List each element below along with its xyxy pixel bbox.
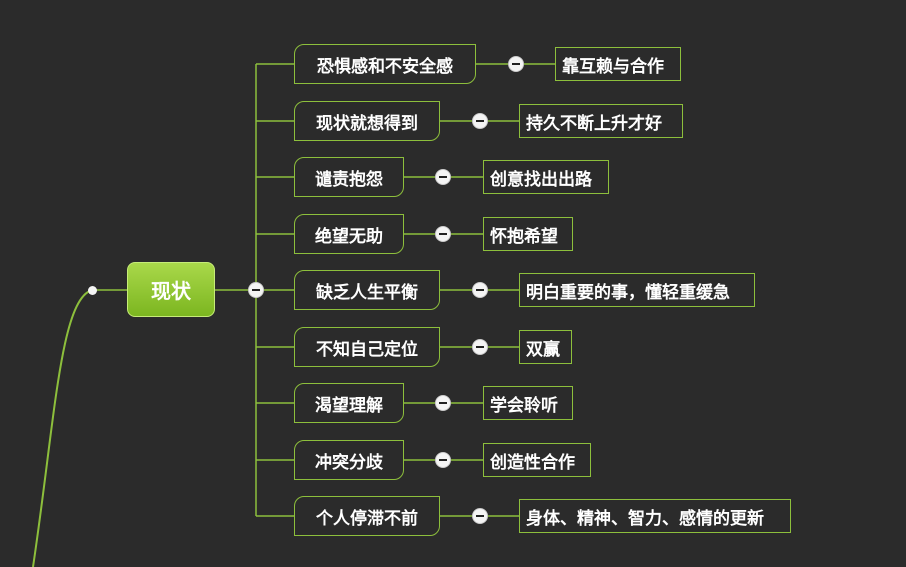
collapse-toggle[interactable] <box>435 226 451 242</box>
problem-node[interactable]: 现状就想得到 <box>294 101 440 141</box>
solution-node[interactable]: 双赢 <box>519 330 572 364</box>
central-topic[interactable]: 现状 <box>127 262 215 317</box>
solution-node[interactable]: 靠互赖与合作 <box>555 47 681 81</box>
problem-node[interactable]: 渴望理解 <box>294 383 404 423</box>
root-node-dot[interactable] <box>88 286 97 295</box>
collapse-toggle[interactable] <box>472 508 488 524</box>
solution-node[interactable]: 身体、精神、智力、感情的更新 <box>519 499 791 533</box>
collapse-toggle[interactable] <box>508 56 524 72</box>
solution-node[interactable]: 创意找出出路 <box>483 160 609 194</box>
branch-lines <box>256 63 555 517</box>
solution-node[interactable]: 怀抱希望 <box>483 217 573 251</box>
collapse-central-toggle[interactable] <box>248 282 264 298</box>
problem-node[interactable]: 冲突分歧 <box>294 440 404 480</box>
collapse-toggle[interactable] <box>472 113 488 129</box>
problem-node[interactable]: 恐惧感和不安全感 <box>294 44 476 84</box>
collapse-toggle[interactable] <box>435 452 451 468</box>
solution-node[interactable]: 明白重要的事，懂轻重缓急 <box>519 273 755 307</box>
solution-node[interactable]: 创造性合作 <box>483 443 591 477</box>
collapse-toggle[interactable] <box>435 395 451 411</box>
collapse-toggle[interactable] <box>472 282 488 298</box>
problem-node[interactable]: 个人停滞不前 <box>294 496 440 536</box>
solution-node[interactable]: 学会聆听 <box>483 386 573 420</box>
problem-node[interactable]: 不知自己定位 <box>294 327 440 367</box>
problem-node[interactable]: 绝望无助 <box>294 214 404 254</box>
solution-node[interactable]: 持久不断上升才好 <box>519 104 683 138</box>
collapse-toggle[interactable] <box>472 339 488 355</box>
problem-node[interactable]: 缺乏人生平衡 <box>294 270 440 310</box>
problem-node[interactable]: 谴责抱怨 <box>294 157 404 197</box>
root-curve <box>32 289 93 567</box>
collapse-toggle[interactable] <box>435 169 451 185</box>
